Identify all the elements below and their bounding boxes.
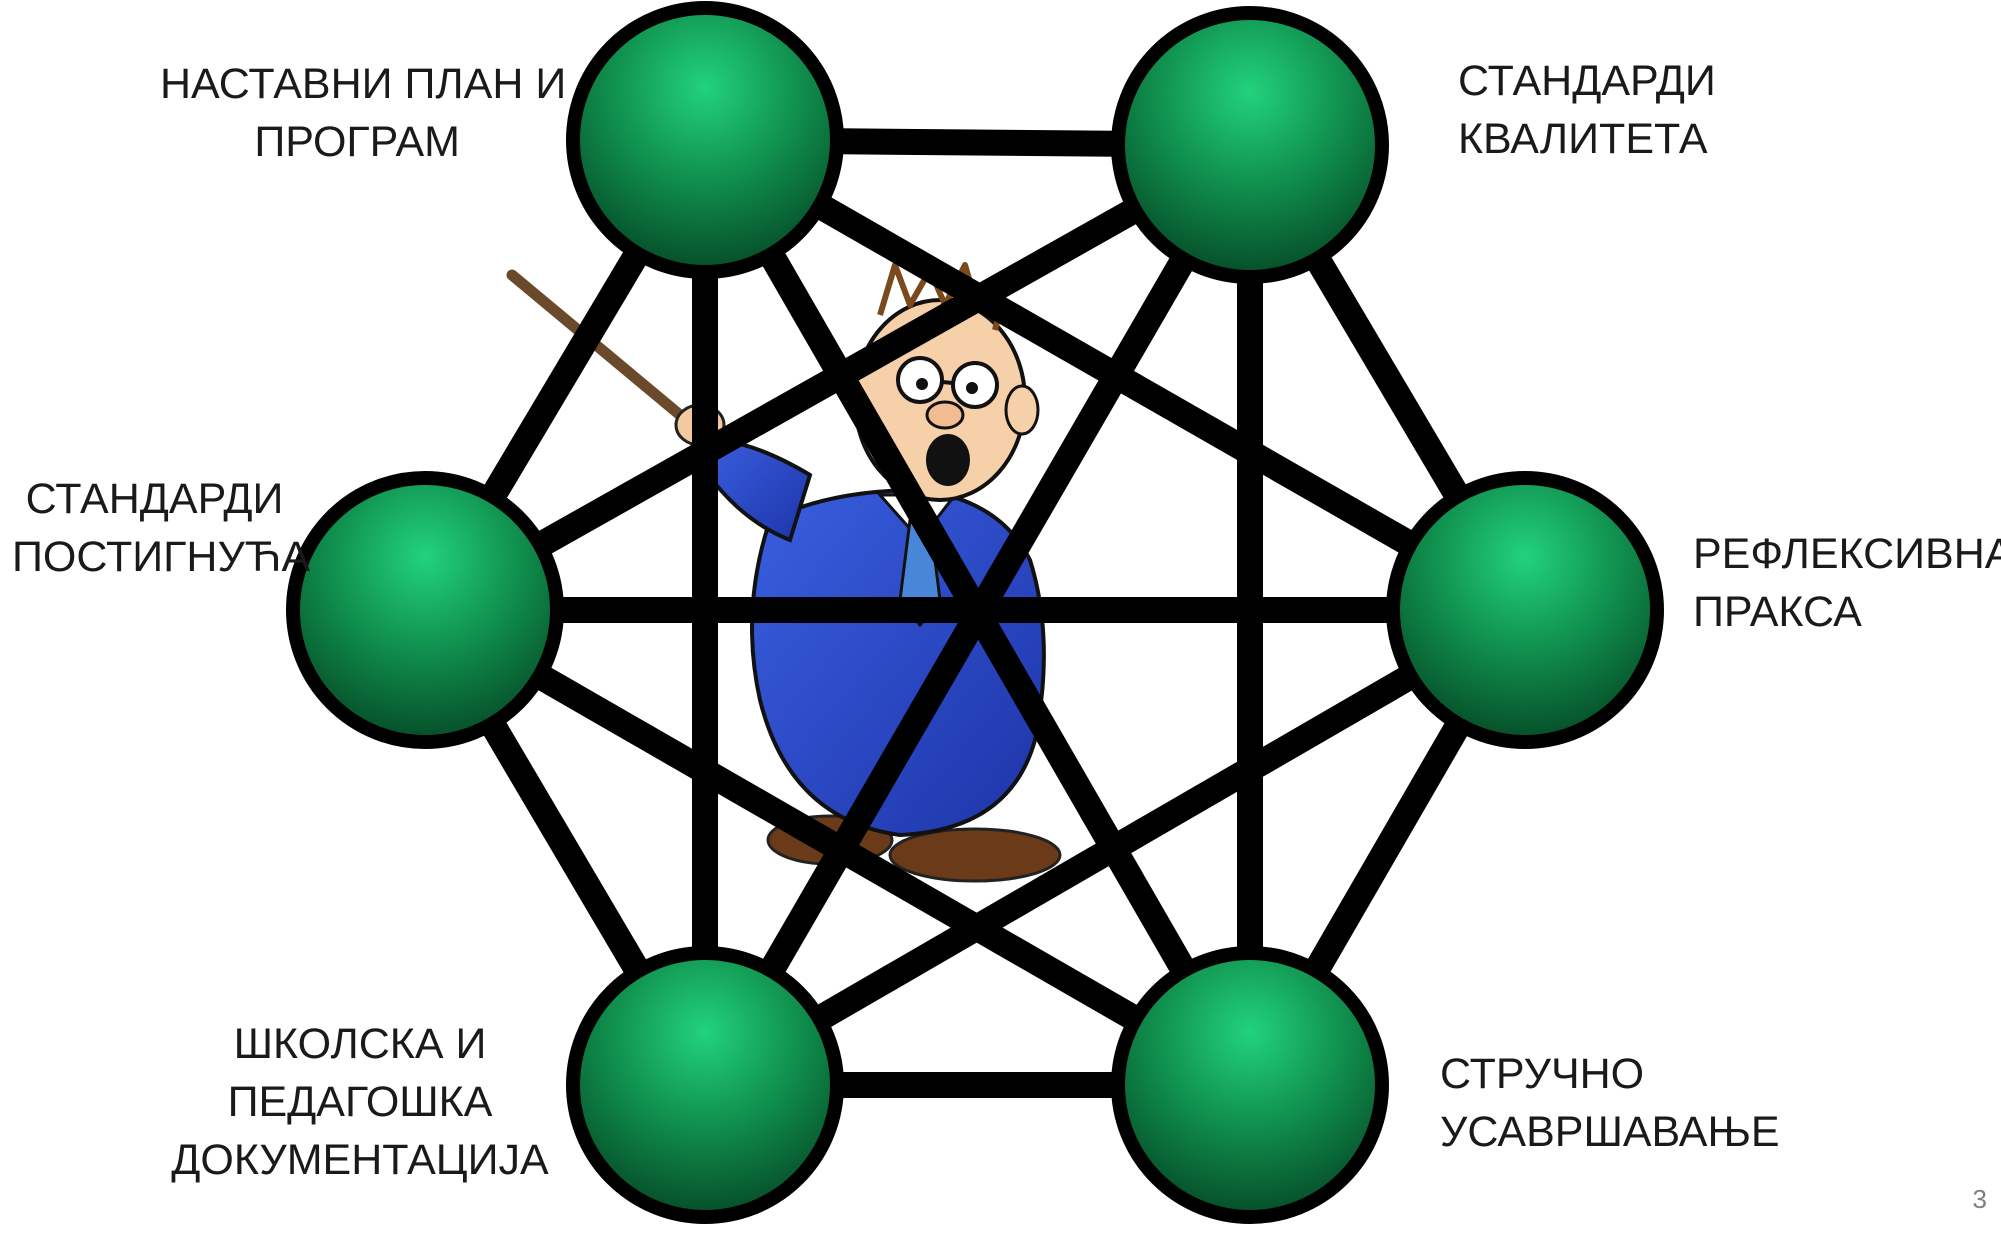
teacher-illustration xyxy=(512,265,1060,881)
mouth xyxy=(926,434,970,486)
label-school-documentation: ШКОЛСКА И ПЕДАГОШКА ДОКУМЕНТАЦИЈА xyxy=(170,1015,550,1189)
page-number: 3 xyxy=(1973,1184,1987,1215)
label-professional-development: СТРУЧНО УСАВРШАВАЊЕ xyxy=(1440,1045,1780,1161)
node-sphere-reflective-practice xyxy=(1393,478,1657,742)
label-quality-standards: СТАНДАРДИ КВАЛИТЕТА xyxy=(1458,52,1716,168)
ear xyxy=(1006,386,1038,434)
label-achievement-standards: СТАНДАРДИ ПОСТИГНУЋА xyxy=(12,470,297,586)
connection-lines xyxy=(425,140,1525,1085)
node-sphere-achievement-standards xyxy=(293,478,557,742)
node-sphere-school-documentation xyxy=(573,953,837,1217)
node-sphere-quality-standards xyxy=(1118,13,1382,277)
node-sphere-curriculum xyxy=(573,8,837,272)
label-reflective-practice: РЕФЛЕКСИВНА ПРАКСА xyxy=(1693,525,2001,641)
right-shoe xyxy=(890,829,1060,881)
node-sphere-professional-development xyxy=(1118,953,1382,1217)
nose xyxy=(927,402,963,428)
label-curriculum: НАСТАВНИ ПЛАН И ПРОГРАМ xyxy=(160,55,555,171)
